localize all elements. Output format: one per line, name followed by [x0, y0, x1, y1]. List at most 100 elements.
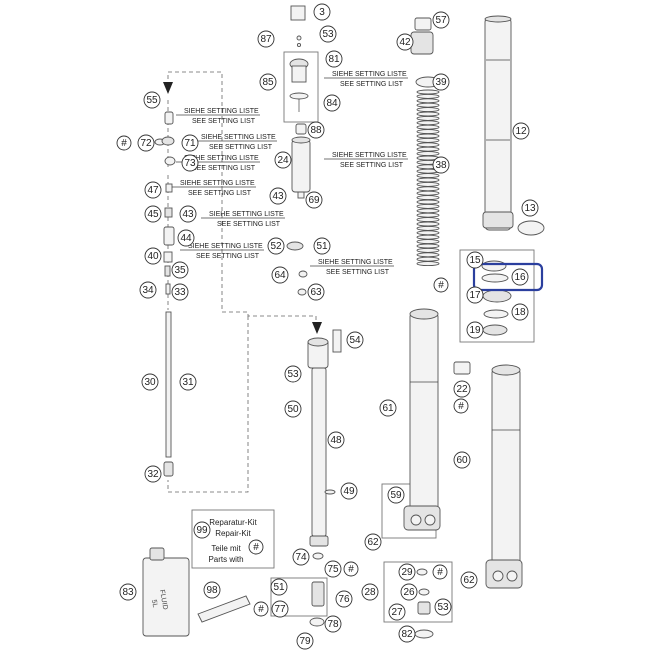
hash-marker: #	[432, 564, 448, 580]
fork-spring	[416, 89, 440, 267]
svg-text:#: #	[348, 564, 354, 575]
callout-29: 29	[398, 563, 416, 581]
spring-coil	[416, 247, 440, 253]
svg-text:54: 54	[349, 335, 361, 346]
callout-85: 85	[259, 73, 277, 91]
svg-text:#: #	[437, 567, 443, 578]
callout-40: 40	[144, 247, 162, 265]
callout-42: 42	[396, 33, 414, 51]
spring-coil	[416, 137, 440, 143]
svg-text:18: 18	[514, 307, 526, 318]
highlight-box-16	[472, 262, 544, 292]
bottom-parts: Reparatur-Kit Repair-Kit Teile mit Parts…	[142, 509, 453, 639]
svg-text:29: 29	[401, 567, 413, 578]
svg-text:3: 3	[319, 7, 325, 18]
svg-text:43: 43	[182, 209, 194, 220]
callout-59: 59	[387, 486, 405, 504]
svg-text:45: 45	[147, 209, 159, 220]
callout-26: 26	[400, 583, 418, 601]
svg-text:13: 13	[524, 203, 536, 214]
callout-45: 45	[144, 205, 162, 223]
svg-text:81: 81	[328, 54, 340, 65]
damper-parts	[154, 82, 311, 477]
callout-43: 43	[179, 205, 197, 223]
spring-coil	[416, 239, 440, 245]
repair-kit-line2: Repair-Kit	[215, 529, 251, 538]
callout-64: 64	[271, 266, 289, 284]
callout-22: 22	[453, 380, 471, 398]
svg-text:75: 75	[327, 564, 339, 575]
svg-text:28: 28	[364, 587, 376, 598]
spring-coil	[416, 212, 440, 218]
svg-text:64: 64	[274, 270, 286, 281]
svg-text:72: 72	[140, 138, 152, 149]
svg-text:40: 40	[147, 251, 159, 262]
hash-marker: #	[343, 561, 359, 577]
svg-text:57: 57	[435, 15, 447, 26]
callout-30: 30	[141, 373, 159, 391]
svg-text:SIEHE SETTING LISTE: SIEHE SETTING LISTE	[318, 259, 393, 266]
svg-text:16: 16	[514, 272, 526, 283]
spring-coil	[416, 234, 440, 240]
spring-coil	[416, 89, 440, 95]
callout-51: 51	[270, 578, 288, 596]
svg-text:SEE SETTING LIST: SEE SETTING LIST	[192, 165, 256, 172]
svg-text:34: 34	[142, 285, 154, 296]
svg-text:32: 32	[147, 469, 159, 480]
svg-text:63: 63	[310, 287, 322, 298]
spring-coil	[416, 133, 440, 139]
svg-text:SEE SETTING LIST: SEE SETTING LIST	[217, 221, 281, 228]
spring-coil	[416, 93, 440, 99]
callout-52: 52	[267, 237, 285, 255]
svg-text:79: 79	[299, 636, 311, 647]
spring-coil	[416, 102, 440, 108]
svg-text:88: 88	[310, 125, 322, 136]
callout-35: 35	[171, 261, 189, 279]
repair-kit-line1: Reparatur-Kit	[209, 518, 257, 527]
callout-28: 28	[361, 583, 379, 601]
callout-16: 16	[511, 268, 529, 286]
callout-71: 71	[181, 134, 199, 152]
fork-leg-61	[381, 308, 441, 539]
spring-coil	[416, 111, 440, 117]
fork-leg-60	[453, 361, 523, 589]
callout-18: 18	[511, 303, 529, 321]
svg-text:SIEHE SETTING LISTE: SIEHE SETTING LISTE	[184, 155, 259, 162]
svg-text:SEE SETTING LIST: SEE SETTING LIST	[188, 190, 252, 197]
spring-coil	[416, 199, 440, 205]
callout-88: 88	[307, 121, 325, 139]
callout-61: 61	[379, 399, 397, 417]
svg-text:59: 59	[390, 490, 402, 501]
callout-73: 73	[181, 154, 199, 172]
svg-text:76: 76	[338, 594, 350, 605]
svg-text:SIEHE SETTING LISTE: SIEHE SETTING LISTE	[209, 211, 284, 218]
svg-text:83: 83	[122, 587, 134, 598]
callout-53: 53	[434, 598, 452, 616]
svg-text:82: 82	[401, 629, 413, 640]
svg-text:48: 48	[330, 435, 342, 446]
svg-text:SEE SETTING LIST: SEE SETTING LIST	[192, 118, 256, 125]
inner-tube	[307, 322, 342, 547]
svg-text:#: #	[458, 401, 464, 412]
svg-text:SEE SETTING LIST: SEE SETTING LIST	[209, 144, 273, 151]
svg-text:77: 77	[274, 604, 286, 615]
spring-coil	[416, 124, 440, 130]
spring-coil	[416, 173, 440, 179]
svg-text:19: 19	[469, 325, 481, 336]
callout-84: 84	[323, 94, 341, 112]
callout-43: 43	[269, 187, 287, 205]
callout-87: 87	[257, 30, 275, 48]
callout-3: 3	[313, 3, 331, 21]
callout-13: 13	[521, 199, 539, 217]
hash-marker-layer: #######	[116, 135, 469, 617]
svg-text:84: 84	[326, 98, 338, 109]
svg-text:SEE SETTING LIST: SEE SETTING LIST	[196, 253, 260, 260]
svg-text:#: #	[121, 138, 127, 149]
fluid-can: FLUID 5L	[142, 547, 190, 637]
